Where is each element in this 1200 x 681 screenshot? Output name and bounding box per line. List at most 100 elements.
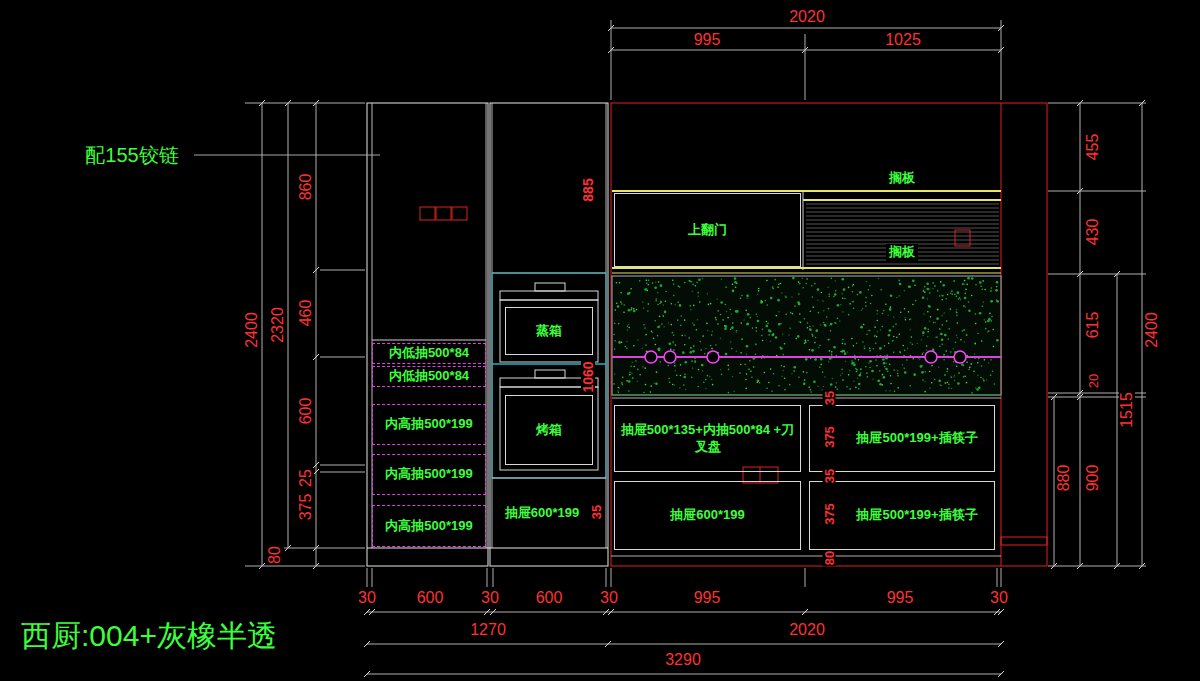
backsplash <box>612 276 1001 395</box>
speckle <box>909 319 911 321</box>
speckle <box>694 360 696 362</box>
speckle <box>732 284 734 286</box>
speckle <box>926 282 929 285</box>
speckle <box>782 370 784 372</box>
speckle <box>856 371 858 373</box>
speckle <box>696 329 698 331</box>
speckle <box>924 291 926 293</box>
speckle <box>842 379 844 381</box>
speckle <box>915 300 917 302</box>
speckle <box>675 344 677 346</box>
speckle <box>655 382 658 385</box>
speckle <box>841 293 843 295</box>
speckle <box>680 375 682 377</box>
backsplash-speckles <box>613 277 999 394</box>
speckle <box>780 283 782 285</box>
speckle <box>927 331 929 333</box>
speckle <box>820 364 822 366</box>
speckle <box>823 322 825 324</box>
speckle <box>761 335 763 337</box>
speckle <box>876 365 878 367</box>
speckle <box>780 347 783 350</box>
speckle <box>716 298 718 300</box>
speckle <box>622 376 624 378</box>
speckle <box>730 309 732 311</box>
speckle <box>954 380 956 382</box>
dimension-value: 80 <box>267 545 283 565</box>
speckle <box>876 320 878 322</box>
speckle <box>805 358 808 361</box>
speckle <box>938 366 940 368</box>
dimension-value: 1515 <box>1119 391 1135 429</box>
speckle <box>990 320 992 322</box>
speckle <box>693 324 695 326</box>
speckle <box>710 303 712 305</box>
speckle <box>977 375 979 377</box>
speckle <box>628 380 631 383</box>
speckle <box>844 352 847 355</box>
speckle <box>826 316 828 318</box>
speckle <box>679 304 682 307</box>
speckle <box>890 306 892 308</box>
speckle <box>907 348 909 350</box>
speckle <box>808 386 810 388</box>
speckle <box>676 374 678 376</box>
speckle <box>770 368 772 370</box>
speckle <box>741 295 743 297</box>
speckle <box>984 289 986 291</box>
speckle <box>905 319 907 321</box>
speckle <box>856 342 858 344</box>
speckle <box>874 335 876 337</box>
speckle <box>784 343 786 345</box>
speckle <box>690 351 693 354</box>
dimension-tick <box>364 609 370 615</box>
dimension-tick <box>484 609 490 615</box>
dimension-value: 30 <box>480 590 500 606</box>
speckle <box>872 378 874 380</box>
speckle <box>851 338 853 340</box>
speckle <box>806 278 808 280</box>
speckle <box>889 363 891 365</box>
speckle <box>809 326 811 328</box>
handle-symbol <box>452 207 467 220</box>
speckle <box>948 383 950 385</box>
speckle <box>643 307 645 309</box>
speckle <box>762 329 764 331</box>
speckle <box>944 374 946 376</box>
speckle <box>631 373 633 375</box>
speckle <box>648 303 650 305</box>
drawer-box: 抽屉600*199 <box>494 480 604 546</box>
speckle <box>957 337 959 339</box>
dimension-tick <box>364 641 370 647</box>
speckle <box>853 308 855 310</box>
speckle <box>940 385 942 387</box>
speckle <box>926 349 928 351</box>
speckle <box>855 387 857 389</box>
speckle <box>818 347 820 349</box>
dimension-value: 25 <box>298 468 314 488</box>
speckle <box>953 348 955 350</box>
oven-window: 烤箱 <box>505 395 593 465</box>
speckle <box>950 292 952 294</box>
speckle <box>684 335 686 337</box>
speckle <box>721 374 723 376</box>
speckle <box>703 381 705 383</box>
node-text: 抽屉500*199+插筷子 <box>856 430 977 447</box>
speckle <box>802 287 804 289</box>
speckle <box>873 348 875 350</box>
wood-hatch <box>806 228 999 229</box>
speckle <box>680 325 682 327</box>
speckle <box>938 380 941 383</box>
speckle <box>659 325 661 327</box>
speckle <box>812 325 814 327</box>
speckle <box>974 353 976 355</box>
speckle <box>665 291 667 293</box>
speckle <box>753 366 755 368</box>
speckle <box>956 335 958 337</box>
shelf-band-label: 搁板 <box>805 166 999 190</box>
speckle <box>941 339 944 342</box>
speckle <box>941 295 943 297</box>
dimension-value: 1025 <box>884 32 922 48</box>
speckle <box>829 350 831 352</box>
shelf-panel: 搁板 <box>805 202 999 267</box>
